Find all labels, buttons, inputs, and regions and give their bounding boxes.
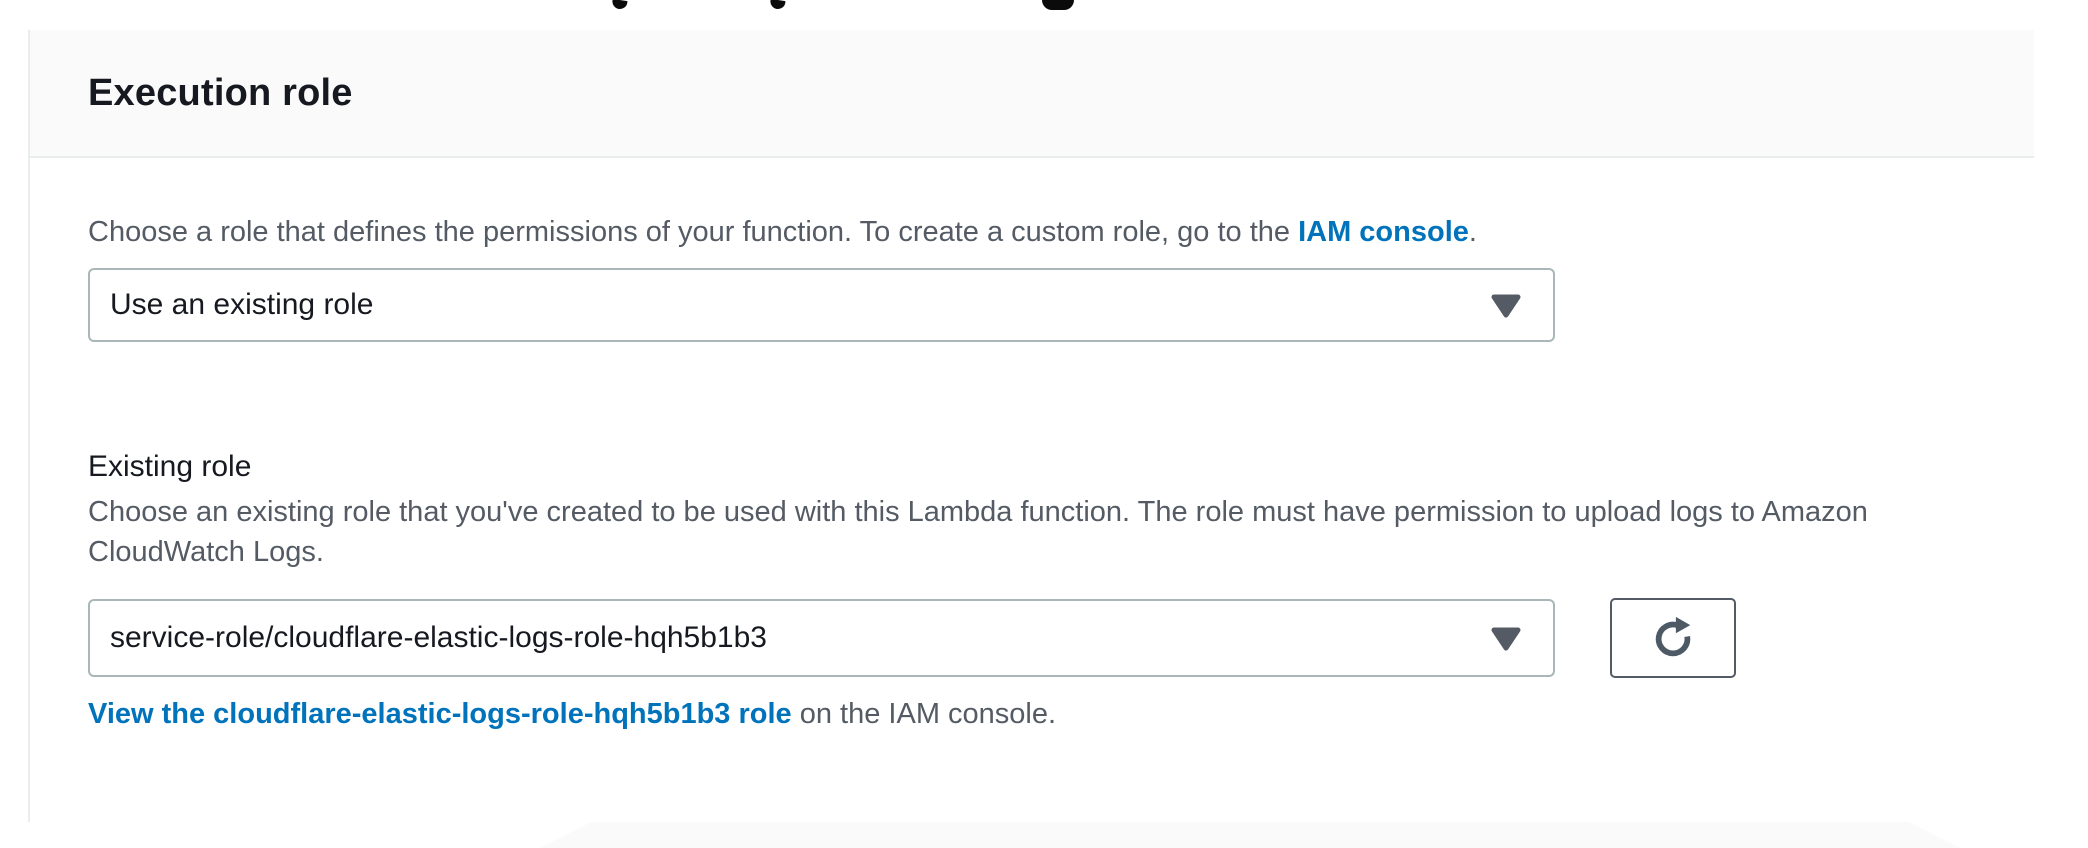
panel-body: Choose a role that defines the permissio… bbox=[30, 158, 2034, 734]
next-element-edge bbox=[540, 822, 1960, 848]
existing-role-label: Existing role bbox=[88, 450, 252, 483]
view-role-link[interactable]: View the cloudflare-elastic-logs-role-hq… bbox=[88, 698, 792, 730]
iam-console-link[interactable]: IAM console bbox=[1298, 216, 1469, 248]
clipped-heading-fragments bbox=[0, 0, 2088, 12]
dropdown-arrow-icon bbox=[1491, 627, 1521, 651]
role-source-description-period: . bbox=[1468, 216, 1477, 248]
role-source-select-value: Use an existing role bbox=[110, 288, 374, 321]
text-descender-fragment bbox=[1042, 0, 1074, 10]
role-source-description: Choose a role that defines the permissio… bbox=[88, 212, 1988, 252]
existing-role-select-value: service-role/cloudflare-elastic-logs-rol… bbox=[110, 621, 767, 654]
existing-role-description: Choose an existing role that you've crea… bbox=[88, 496, 1868, 568]
existing-role-row: service-role/cloudflare-elastic-logs-rol… bbox=[88, 598, 2034, 678]
role-source-description-text: Choose a role that defines the permissio… bbox=[88, 216, 1299, 248]
view-role-line: View the cloudflare-elastic-logs-role-hq… bbox=[88, 694, 2034, 734]
existing-role-select[interactable]: service-role/cloudflare-elastic-logs-rol… bbox=[88, 599, 1555, 677]
section-title: Execution role bbox=[88, 71, 353, 114]
panel-header: Execution role bbox=[30, 30, 2034, 158]
view-role-suffix: on the IAM console. bbox=[791, 698, 1057, 730]
text-descender-fragment bbox=[611, 0, 628, 11]
role-source-select[interactable]: Use an existing role bbox=[88, 268, 1555, 342]
execution-role-panel: Execution role Choose a role that define… bbox=[28, 30, 2034, 822]
dropdown-arrow-icon bbox=[1491, 294, 1521, 318]
refresh-roles-button[interactable] bbox=[1610, 598, 1736, 678]
refresh-icon bbox=[1655, 616, 1691, 657]
text-descender-fragment bbox=[769, 0, 786, 11]
